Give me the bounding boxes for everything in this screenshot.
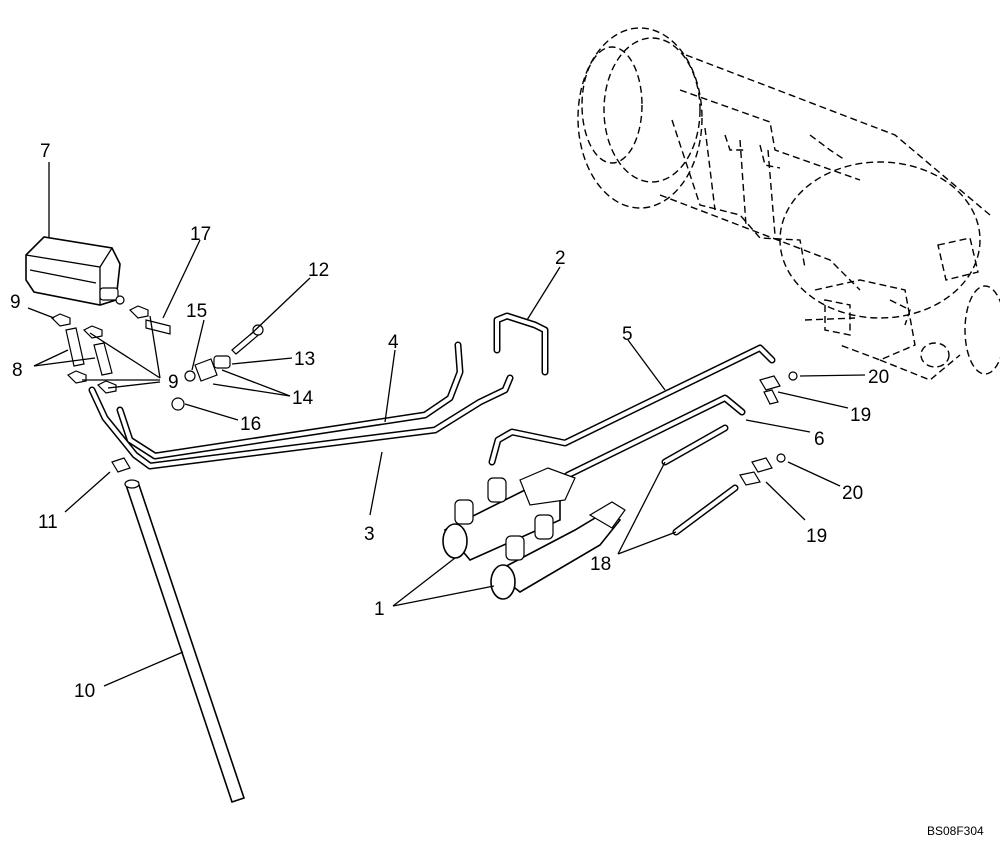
callout-13: 13 — [294, 349, 315, 370]
callout-14: 14 — [292, 388, 314, 409]
brake-line-4 — [116, 341, 464, 460]
supply-tube-10 — [124, 479, 246, 804]
reservoir-fittings — [50, 305, 264, 411]
callout-16: 16 — [240, 414, 261, 435]
callout-10: 10 — [74, 681, 95, 702]
brake-line-3 — [88, 374, 514, 470]
brake-line-5 — [488, 344, 776, 466]
callout-19-lower: 19 — [806, 526, 827, 547]
elbow-fitting-11 — [111, 457, 131, 473]
callout-15: 15 — [186, 301, 207, 322]
brake-line-6 — [544, 394, 746, 494]
leader-lines — [27, 162, 866, 687]
brake-line-2 — [493, 312, 549, 376]
brake-fluid-reservoir — [25, 236, 125, 306]
callout-6: 6 — [814, 429, 825, 450]
callout-8: 8 — [12, 360, 23, 381]
drawing-code: BS08F304 — [927, 824, 984, 838]
callout-17: 17 — [190, 224, 211, 245]
callout-19-upper: 19 — [850, 405, 871, 426]
callout-20-lower: 20 — [842, 483, 863, 504]
callout-5: 5 — [622, 324, 633, 345]
callout-labels: 1 2 3 4 5 6 7 8 9 9 10 11 12 13 14 15 16… — [10, 141, 889, 702]
callout-3: 3 — [364, 524, 375, 545]
callout-20-upper: 20 — [868, 367, 889, 388]
callout-9-upper: 9 — [10, 292, 21, 313]
callout-4: 4 — [388, 332, 399, 353]
callout-9-lower: 9 — [168, 372, 179, 393]
callout-11: 11 — [38, 512, 58, 533]
callout-2: 2 — [555, 248, 566, 269]
callout-12: 12 — [308, 260, 329, 281]
tee-fittings — [739, 371, 798, 486]
callout-18: 18 — [590, 554, 611, 575]
axle-housing-outline — [577, 27, 1000, 381]
brake-hoses — [661, 424, 739, 536]
callout-7: 7 — [40, 141, 51, 162]
master-cylinders — [442, 467, 626, 600]
callout-1: 1 — [374, 599, 385, 620]
